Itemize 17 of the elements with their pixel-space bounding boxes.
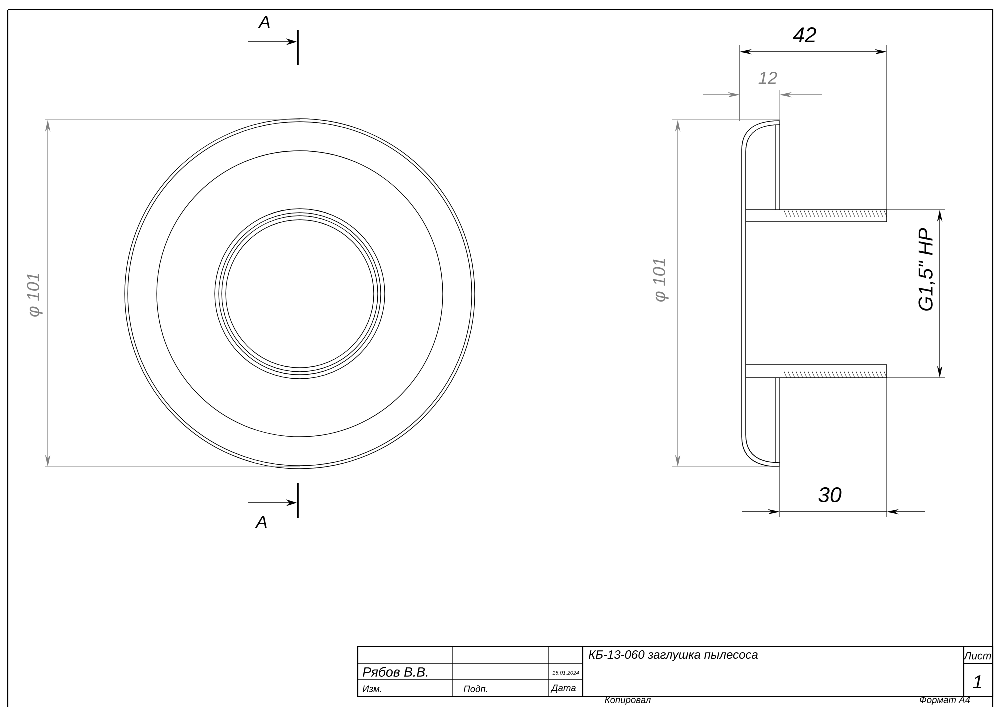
dimension-value: φ 101 (27, 274, 43, 317)
section-letter: A (258, 16, 270, 28)
section-letter: A (255, 516, 267, 528)
title-block-text: Подп. (464, 686, 488, 692)
dimension-value: G1,5" HP (918, 228, 936, 311)
dimension-value: 42 (793, 28, 817, 42)
title-block-text: Лист (964, 652, 992, 660)
title-block-text: Рябов В.В. (363, 667, 428, 677)
title-block-text: Копировал (605, 696, 651, 706)
title-block-text: КБ-13-060 заглушка пылесоса (588, 650, 758, 662)
title-block-text: Дата (550, 684, 576, 694)
dimension-value: 30 (818, 487, 842, 503)
dimension-value: 12 (758, 72, 778, 84)
title-block-text: Формат А4 (920, 696, 970, 706)
dimension-value: φ 101 (653, 258, 669, 302)
title-block-text: Изм. (362, 686, 382, 692)
title-block-text: 1 (973, 676, 982, 688)
